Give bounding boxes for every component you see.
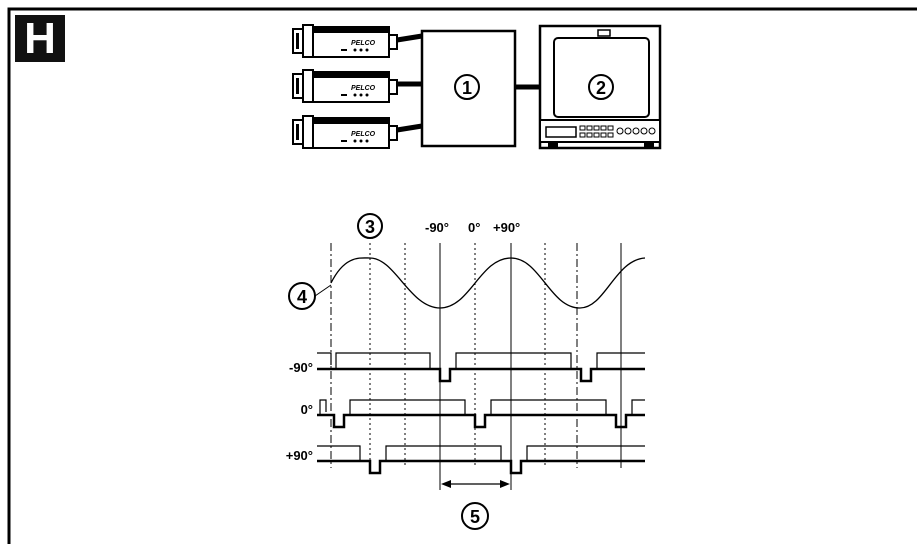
callout-1-label: 1: [462, 78, 472, 98]
callout-3-circle: [357, 213, 383, 239]
signal-row-plus-90: [317, 445, 645, 475]
camera-brand-label: PELCO: [351, 40, 376, 47]
camera-3: PELCO: [292, 115, 398, 149]
callout-1-circle: [454, 74, 480, 100]
callout-2-label: 2: [596, 78, 606, 98]
callout-2-circle: [588, 74, 614, 100]
camera-1: PELCO: [292, 24, 398, 58]
phase-lines-dotted: [369, 243, 546, 468]
top-label-minus-90: -90°: [425, 220, 449, 235]
callout-3-label: 3: [365, 217, 375, 237]
callout-5-label: 5: [470, 507, 480, 527]
row-label-plus-90: +90°: [286, 448, 313, 463]
figure-border: [7, 7, 917, 544]
signal-row-zero: [317, 399, 645, 429]
span-arrow: [441, 480, 510, 488]
phase-lines-solid: [439, 243, 622, 490]
figure-letter-badge: H: [15, 15, 65, 62]
callout-4-label: 4: [297, 287, 307, 307]
camera-cables: [396, 33, 423, 133]
ac-sine-wave: [330, 257, 646, 309]
camera-brand-label: PELCO: [351, 85, 376, 92]
camera-2: PELCO: [292, 69, 398, 103]
callout-5-circle: [461, 502, 489, 530]
row-label-minus-90: -90°: [289, 360, 313, 375]
row-label-zero: 0°: [301, 402, 313, 417]
top-label-plus-90: +90°: [493, 220, 520, 235]
callout-4-leader: [314, 284, 332, 297]
top-label-zero: 0°: [468, 220, 480, 235]
camera-brand-label: PELCO: [351, 131, 376, 138]
signal-row-minus-90: [317, 352, 645, 383]
